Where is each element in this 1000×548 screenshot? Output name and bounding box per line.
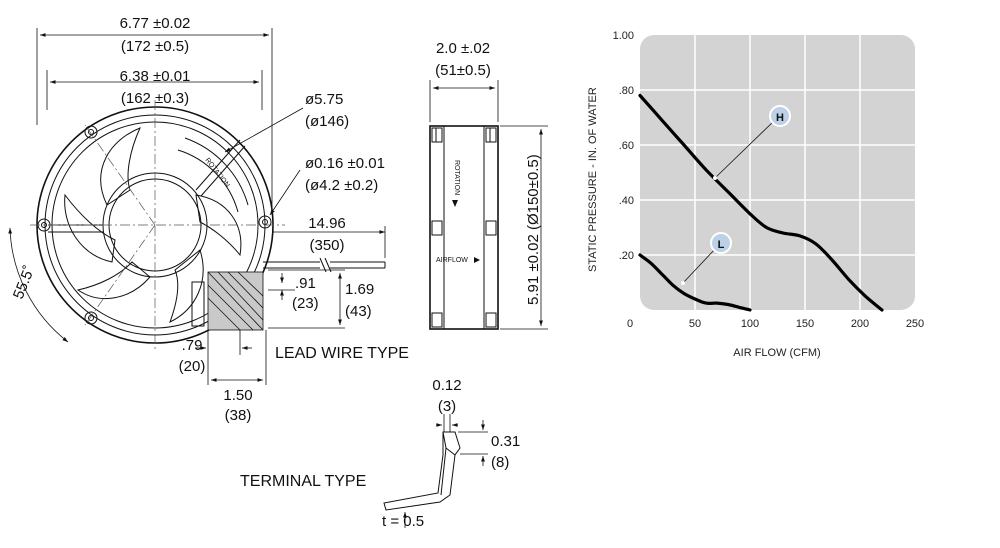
y-tick-label: .60	[619, 140, 634, 152]
rotation-label-side: ROTATION	[453, 160, 460, 195]
series-line-h	[638, 93, 884, 312]
x-tick-label: 200	[851, 318, 869, 330]
y-tick-label: .80	[619, 85, 634, 97]
width-inner-in: 6.38 ±0.01	[120, 68, 191, 85]
dim-91-in: .91	[295, 275, 316, 292]
dim-79-in: .79	[182, 337, 203, 354]
y-tick-label: .40	[619, 195, 634, 207]
hole-dia-mm: (ø4.2 ±0.2)	[305, 177, 378, 194]
x-tick-label: 150	[796, 318, 814, 330]
width-outer-in: 6.77 ±0.02	[120, 15, 191, 32]
dim-91-mm: (23)	[292, 295, 319, 312]
y-tick-label: 1.00	[613, 30, 634, 42]
width-inner-mm: (162 ±0.3)	[121, 90, 189, 107]
series-h-label: H	[776, 112, 784, 124]
dim-169-mm: (43)	[345, 303, 372, 320]
series-h-marker	[769, 105, 791, 127]
airflow-label: AIRFLOW	[436, 257, 468, 264]
diameter-mm: (ø146)	[305, 113, 349, 130]
terminal-type-label: TERMINAL TYPE	[240, 473, 366, 490]
terminal-height-in: 0.31	[491, 433, 520, 450]
series-line-l	[638, 253, 752, 312]
terminal-height-mm: (8)	[491, 454, 509, 471]
fan-front-view: 6.77 ±0.02 (172 ±0.5) 6.38 ±0.01 (162 ±0…	[8, 15, 409, 424]
dim-79-mm: (20)	[179, 358, 206, 375]
height-dim: 5.91 ±0.02 (Ø150±0.5)	[525, 154, 542, 305]
rotation-label-front: ROTATION	[203, 157, 230, 189]
y-tick-label: .20	[619, 250, 634, 262]
hole-dia-in: ø0.16 ±0.01	[305, 155, 385, 172]
angle-label: 55.5˚	[10, 263, 39, 301]
lead-length-in: 14.96	[308, 215, 346, 232]
diameter-in: ø5.75	[305, 91, 343, 108]
performance-chart: .20 .40 .60 .80 1.00 0 50 100 150 200 250 AIR FLO…	[587, 30, 924, 359]
terminal-width-mm: (3)	[438, 398, 456, 415]
lead-wire-type-label: LEAD WIRE TYPE	[275, 345, 409, 362]
x-tick-label: 50	[689, 318, 701, 330]
x-tick-label: 100	[741, 318, 759, 330]
width-outer-mm: (172 ±0.5)	[121, 38, 189, 55]
x-tick-label: 0	[627, 318, 633, 330]
series-l-marker	[710, 232, 732, 254]
dim-150-mm: (38)	[225, 407, 252, 424]
chart-y-axis-label: STATIC PRESSURE - IN. OF WATER	[587, 87, 599, 272]
terminal-detail: 0.12 (3) 0.31 (8) TERMINAL TYPE t = 0.5	[240, 377, 520, 530]
terminal-width-in: 0.12	[432, 377, 461, 394]
chart-plot-area	[640, 35, 915, 310]
lead-length-mm: (350)	[309, 237, 344, 254]
fan-side-view: 2.0 ±.02 (51±0.5) ROTATION AIRFLOW 5.91 …	[429, 40, 548, 330]
dim-169-in: 1.69	[345, 281, 374, 298]
terminal-thickness: t = 0.5	[382, 513, 424, 530]
depth-in: 2.0 ±.02	[436, 40, 490, 57]
dim-150-in: 1.50	[223, 387, 252, 404]
depth-mm: (51±0.5)	[435, 62, 491, 79]
series-l-label: L	[718, 239, 725, 251]
x-tick-label: 250	[906, 318, 924, 330]
chart-x-axis-label: AIR FLOW (CFM)	[733, 347, 820, 359]
